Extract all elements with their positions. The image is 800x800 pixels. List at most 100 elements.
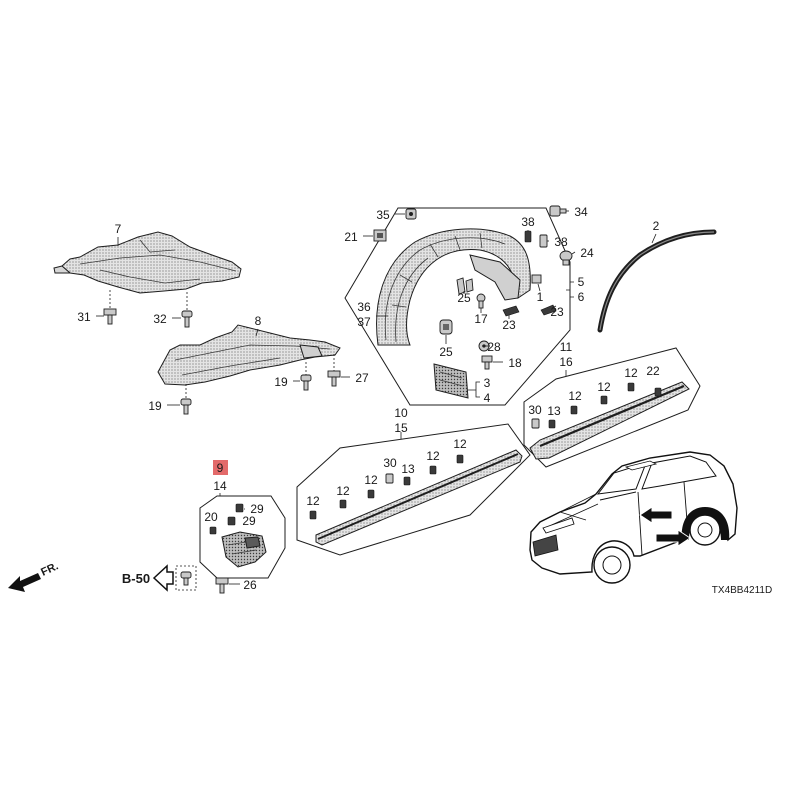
bolt-27 bbox=[327, 354, 341, 387]
callout-23-b: 23 bbox=[550, 305, 564, 319]
callouts-door-molding: 11 16 30 13 12 12 12 22 bbox=[528, 340, 660, 418]
clip-25-upper bbox=[456, 277, 474, 295]
callouts-mudguard: 9 14 20 29 29 26 bbox=[204, 460, 264, 592]
front-direction-label: FR. bbox=[39, 560, 60, 578]
vehicle-sunroof bbox=[624, 460, 658, 471]
mudguard-group-outline bbox=[199, 495, 286, 579]
callout-29-a: 29 bbox=[250, 502, 264, 516]
mudguard-drawing bbox=[221, 531, 267, 568]
clip-25-lower bbox=[439, 319, 453, 335]
callout-12-sill-c: 12 bbox=[364, 473, 378, 487]
bolt-26 bbox=[215, 577, 229, 594]
vehicle-rear-fender-liner-highlight bbox=[681, 507, 730, 540]
mudguard-clips bbox=[209, 503, 244, 535]
grommet-24 bbox=[559, 250, 573, 266]
side-sill-group-outline bbox=[296, 423, 531, 556]
diagram-code: TX4BB4211D bbox=[712, 585, 772, 596]
screw-18 bbox=[481, 355, 493, 370]
clip-21 bbox=[373, 229, 387, 242]
callout-13-door: 13 bbox=[547, 404, 561, 418]
part-7-drawing bbox=[53, 231, 242, 294]
reference-label: B-50 bbox=[122, 571, 150, 586]
pin-17 bbox=[476, 293, 486, 309]
callout-31: 31 bbox=[77, 310, 91, 324]
front-direction-arrow-icon bbox=[8, 573, 41, 592]
callout-21: 21 bbox=[344, 230, 358, 244]
callout-26: 26 bbox=[243, 578, 257, 592]
callout-28: 28 bbox=[487, 340, 501, 354]
roof-molding-2-drawing bbox=[597, 229, 717, 333]
callout-9: 9 bbox=[217, 461, 224, 475]
clip-38-a bbox=[524, 230, 532, 243]
callout-14: 14 bbox=[213, 479, 227, 493]
callout-30-door: 30 bbox=[528, 403, 542, 417]
callout-3: 3 bbox=[484, 376, 491, 390]
callout-12-sill-d: 12 bbox=[336, 484, 350, 498]
clip-38-b bbox=[539, 234, 548, 248]
callout-23-a: 23 bbox=[502, 318, 516, 332]
callout-34: 34 bbox=[574, 205, 588, 219]
bolt-34 bbox=[549, 205, 567, 217]
callout-2: 2 bbox=[653, 219, 660, 233]
fender-liner-drawing bbox=[376, 228, 531, 346]
plate-3-4 bbox=[433, 363, 469, 399]
callout-10: 10 bbox=[394, 406, 408, 420]
reference-clip-box bbox=[175, 565, 197, 591]
callout-18: 18 bbox=[508, 356, 522, 370]
callout-16: 16 bbox=[559, 355, 573, 369]
callout-8: 8 bbox=[255, 314, 262, 328]
part-8-drawing bbox=[157, 324, 341, 386]
vehicle-grille bbox=[532, 534, 559, 557]
callouts-covers: 7 31 32 8 19 27 19 bbox=[77, 222, 369, 413]
clip-19-lower bbox=[180, 384, 192, 415]
callout-12-door-a: 12 bbox=[568, 389, 582, 403]
callouts-side-sill: 10 15 12 12 30 13 12 12 12 bbox=[306, 406, 467, 508]
callout-12-door-b: 12 bbox=[597, 380, 611, 394]
vehicle-locator-illustration bbox=[529, 451, 738, 584]
callout-36: 36 bbox=[357, 300, 371, 314]
clip-19-right bbox=[300, 362, 312, 391]
clip-23-a bbox=[502, 305, 520, 317]
callout-20: 20 bbox=[204, 510, 218, 524]
side-sill-clips bbox=[309, 454, 464, 520]
vehicle-rear-wheel-hub bbox=[697, 522, 713, 538]
callout-25-lower: 25 bbox=[439, 345, 453, 359]
vehicle-headlight bbox=[542, 517, 575, 534]
callout-38-b: 38 bbox=[554, 235, 568, 249]
locator-arrow-upper-icon bbox=[639, 506, 673, 524]
callout-27: 27 bbox=[355, 371, 369, 385]
callout-13-sill: 13 bbox=[401, 462, 415, 476]
reference-arrow bbox=[152, 564, 174, 592]
callout-30-sill: 30 bbox=[383, 456, 397, 470]
callout-6: 6 bbox=[578, 290, 585, 304]
callout-12-door-c: 12 bbox=[624, 366, 638, 380]
callout-32: 32 bbox=[153, 312, 167, 326]
vehicle-front-wheel-hub bbox=[602, 555, 622, 575]
vehicle-front-wheel bbox=[593, 546, 631, 584]
callout-7: 7 bbox=[115, 222, 122, 236]
callout-12-sill-b: 12 bbox=[426, 449, 440, 463]
highlight-box-9 bbox=[213, 460, 228, 475]
callouts-roof-molding: 2 bbox=[653, 219, 660, 233]
callout-15: 15 bbox=[394, 421, 408, 435]
bolt-35 bbox=[405, 208, 417, 220]
door-molding-group-outline bbox=[523, 347, 701, 468]
vehicle-rear-wheel bbox=[689, 514, 721, 546]
callout-25-upper: 25 bbox=[457, 291, 471, 305]
side-sill-strip bbox=[315, 449, 523, 546]
leader-lines bbox=[96, 210, 657, 585]
callout-11: 11 bbox=[560, 340, 573, 354]
callout-12-sill-a: 12 bbox=[453, 437, 467, 451]
callout-19-right: 19 bbox=[274, 375, 288, 389]
callouts-fender-liner: 35 21 36 37 25 28 18 3 4 25 17 1 23 23 3… bbox=[344, 205, 594, 405]
clip-1 bbox=[531, 274, 542, 284]
callout-19-lower: 19 bbox=[148, 399, 162, 413]
callout-35: 35 bbox=[376, 208, 390, 222]
callout-4: 4 bbox=[484, 391, 491, 405]
locator-arrow-lower-icon bbox=[655, 529, 691, 547]
callout-22: 22 bbox=[646, 364, 660, 378]
door-molding-clips bbox=[531, 382, 662, 429]
callout-17: 17 bbox=[474, 312, 488, 326]
bolt-31 bbox=[103, 290, 117, 325]
